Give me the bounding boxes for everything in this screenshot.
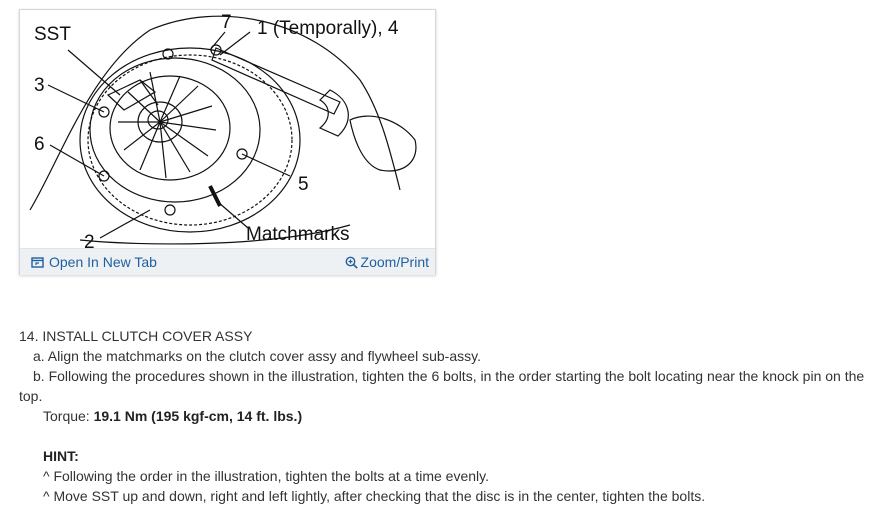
open-in-new-tab-link[interactable]: Open In New Tab	[31, 254, 157, 270]
zoom-print-label: Zoom/Print	[360, 254, 429, 270]
step-a: a. Align the matchmarks on the clutch co…	[33, 348, 481, 364]
label-3: 3	[34, 75, 45, 96]
clutch-diagram: SST 7 1 (Temporally), 4 3 6 5 2 Matchmar…	[29, 12, 417, 248]
figure-card: SST 7 1 (Temporally), 4 3 6 5 2 Matchmar…	[19, 9, 436, 275]
clutch-illustration: SST 7 1 (Temporally), 4 3 6 5 2 Matchmar…	[20, 10, 435, 248]
torque-value: 19.1 Nm (195 kgf-cm, 14 ft. lbs.)	[93, 408, 303, 424]
label-6: 6	[34, 134, 45, 155]
label-5: 5	[298, 174, 309, 195]
hint-block: HINT: ^ Following the order in the illus…	[19, 446, 869, 506]
instructions: 14. INSTALL CLUTCH COVER ASSY a. Align t…	[19, 326, 869, 506]
hint-item: ^ Move SST up and down, right and left l…	[43, 488, 706, 504]
hint-label: HINT:	[43, 448, 79, 464]
step-title: 14. INSTALL CLUTCH COVER ASSY	[19, 328, 253, 344]
new-tab-icon	[31, 256, 44, 268]
label-1-4: 1 (Temporally), 4	[257, 18, 399, 39]
figure-footer: Open In New Tab Zoom/Print	[20, 248, 435, 275]
label-matchmarks: Matchmarks	[246, 224, 349, 245]
label-7: 7	[221, 12, 232, 33]
torque-spec: Torque: 19.1 Nm (195 kgf-cm, 14 ft. lbs.…	[19, 406, 869, 426]
zoom-print-link[interactable]: Zoom/Print	[345, 254, 429, 270]
label-2: 2	[84, 232, 95, 248]
zoom-icon	[345, 256, 358, 269]
hint-item: ^ Following the order in the illustratio…	[43, 468, 489, 484]
torque-label: Torque:	[43, 408, 90, 424]
label-sst: SST	[34, 24, 71, 45]
step-b: b. Following the procedures shown in the…	[19, 368, 865, 404]
open-in-new-tab-label: Open In New Tab	[49, 254, 157, 270]
